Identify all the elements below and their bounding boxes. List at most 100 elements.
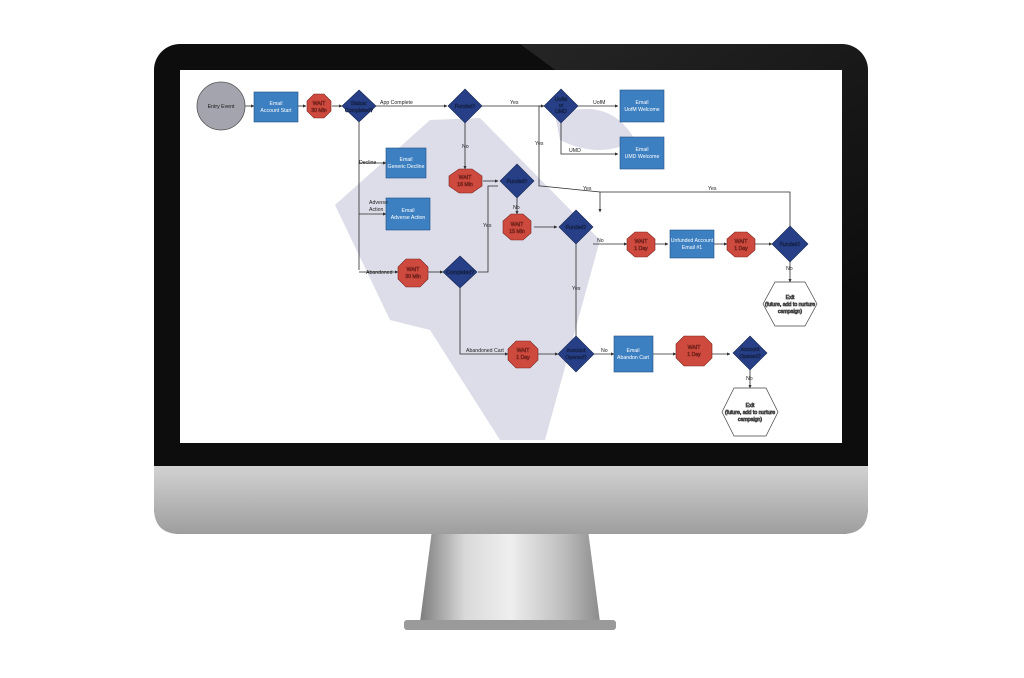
label: Funded? <box>780 242 801 248</box>
wait-30-min-node: WAIT 30 Min <box>306 93 332 119</box>
label: Account <box>567 348 586 354</box>
label: Generic Decline <box>388 164 425 170</box>
label: WAIT <box>735 239 749 245</box>
monitor-stand <box>404 530 616 630</box>
edge-label: Yes <box>483 223 492 229</box>
label: Status: <box>351 101 367 107</box>
label: Unfunded Account <box>671 238 714 244</box>
email-uofm-welcome-node: Email UofM Welcome <box>619 89 665 123</box>
edge-label: No <box>597 238 604 244</box>
label: UMD Welcome <box>625 154 660 160</box>
label: Funded? <box>507 179 528 185</box>
wait-1-day-node: WAIT 1 Day <box>626 231 656 258</box>
label: Opened? <box>739 354 760 360</box>
connectors <box>244 104 792 389</box>
label: campaign) <box>778 309 802 315</box>
exit-node: Exit (future, add to nurture campaign) <box>762 281 818 327</box>
label: WAIT <box>459 175 473 181</box>
label: Email <box>270 101 283 107</box>
label: 30 Min <box>311 108 327 114</box>
entry-event-node: Entry Event <box>196 81 246 131</box>
edge-label: No <box>462 144 469 150</box>
wait-30-min-node: WAIT 30 Min <box>397 258 429 288</box>
label: WAIT <box>688 345 702 351</box>
edge-label: No <box>601 348 608 354</box>
edge-label: Yes <box>535 141 544 147</box>
label: Email <box>400 157 413 163</box>
label: UofM Welcome <box>624 107 659 113</box>
wait-1-day-node: WAIT 1 Day <box>675 335 713 367</box>
exit-node: Exit (future, add to nurture campaign) <box>721 387 779 437</box>
edge-label: Yes <box>572 286 581 292</box>
label: Email <box>402 208 415 214</box>
label: Opened? <box>565 355 586 361</box>
label: 15 Min <box>509 229 525 235</box>
label: Email #1 <box>682 245 702 251</box>
uofm-or-umd-decision: UofM or UMD <box>543 88 579 124</box>
label: UofM <box>555 97 567 103</box>
label: 1 Day <box>516 355 530 361</box>
entry-event-label: Entry Event <box>208 104 235 110</box>
edge-label: Decline <box>359 160 376 166</box>
label: Abandon Cart <box>617 355 650 361</box>
label: (future, add to nurture <box>765 302 815 308</box>
edge-label: Abandoned Cart <box>466 348 504 354</box>
label: WAIT <box>407 267 421 273</box>
edge-label: UMD <box>569 148 581 154</box>
unfunded-account-email-node: Unfunded Account Email #1 <box>669 229 715 259</box>
edge-label: Abandoned <box>366 270 393 276</box>
funded-decision: Funded? <box>499 163 535 199</box>
label: Email <box>636 100 649 106</box>
label: Funded? <box>566 225 587 231</box>
label: WAIT <box>517 348 531 354</box>
monitor-chin <box>154 466 868 534</box>
label: 30 Min <box>405 274 421 280</box>
wait-1-day-node: WAIT 1 Day <box>726 231 756 258</box>
label: WAIT <box>313 101 327 107</box>
edge-label: Yes <box>583 186 592 192</box>
funded-decision: Funded? <box>558 209 594 245</box>
edge-label: UofM <box>593 100 605 106</box>
edge-label: No <box>786 266 793 272</box>
funded-decision: Funded? <box>447 88 483 124</box>
label: 1 Day <box>634 246 648 252</box>
email-account-start-node: Email Account Start <box>253 91 299 123</box>
email-abandon-cart-node: Email Abandon Cart <box>613 335 654 373</box>
edge-label: No <box>746 376 753 382</box>
label: UMD <box>555 109 567 115</box>
label: Funded? <box>455 104 476 110</box>
email-adverse-action-node: Email Adverse Action <box>385 197 431 231</box>
label: 16 Min <box>457 182 473 188</box>
edge-label: Action <box>369 207 384 213</box>
label: Exit <box>786 295 795 301</box>
label: WAIT <box>635 239 649 245</box>
label: WAIT <box>511 222 525 228</box>
label: Adverse Action <box>391 215 426 221</box>
account-opened-decision: Account Opened? <box>557 335 595 373</box>
label: or <box>559 103 564 109</box>
label: Email <box>627 348 640 354</box>
account-opened-decision: Account Opened? <box>732 335 768 371</box>
edge-label: App Complete <box>380 100 413 106</box>
status-completed-decision: Status: Completed? <box>341 89 377 123</box>
edge-label: Yes <box>510 100 519 106</box>
wait-15-min-node: WAIT 15 Min <box>502 213 532 241</box>
label: Email <box>636 147 649 153</box>
email-generic-decline-node: Email Generic Decline <box>385 147 427 179</box>
edge-label: Yes <box>708 186 717 192</box>
email-umd-welcome-node: Email UMD Welcome <box>619 136 665 170</box>
funded-decision: Funded? <box>771 225 809 263</box>
label: Completed? <box>446 270 474 276</box>
label: (future, add to nurture <box>725 410 775 416</box>
label: campaign) <box>738 417 762 423</box>
label: Exit <box>746 403 755 409</box>
wait-16-min-node: WAIT 16 Min <box>448 168 483 194</box>
edge-labels: App Complete Yes UofM UMD Yes No Decline… <box>359 100 793 382</box>
label: Account <box>741 347 760 353</box>
wait-1-day-node: WAIT 1 Day <box>507 340 539 369</box>
label: 1 Day <box>687 352 701 358</box>
edge-label: Adverse <box>369 200 388 206</box>
label: 1 Day <box>734 246 748 252</box>
label: Completed? <box>345 108 373 114</box>
